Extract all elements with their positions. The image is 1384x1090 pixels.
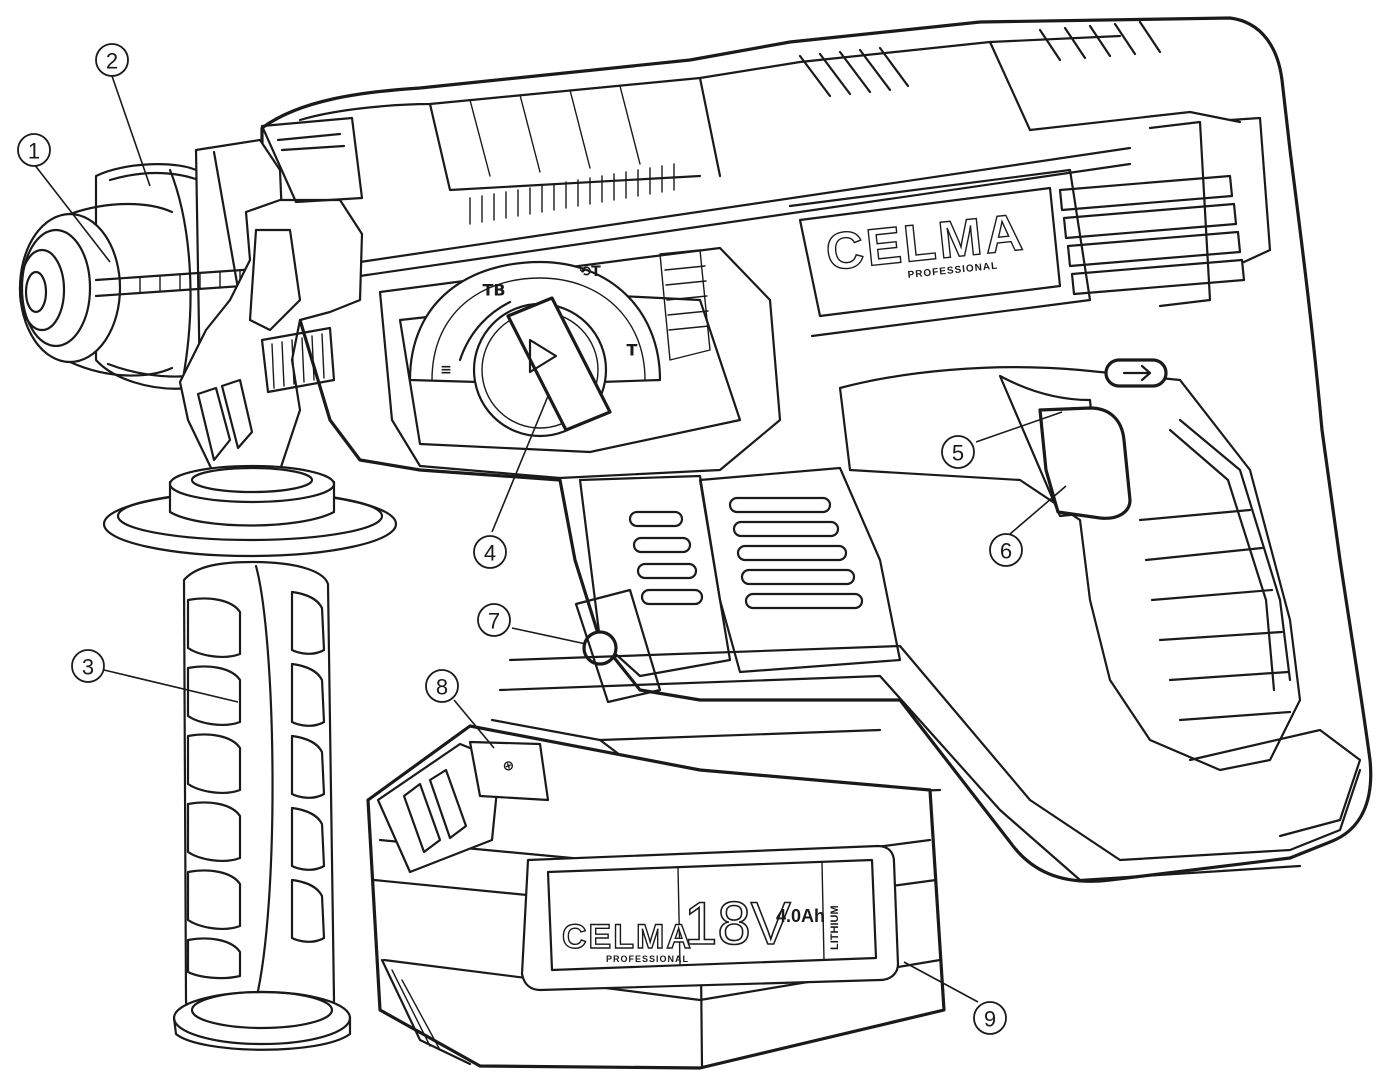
aux-handle-grip-ribs	[186, 564, 326, 1002]
svg-text:1: 1	[28, 139, 40, 164]
mode-symbol-chisel-adjust: ⟲T	[579, 264, 601, 280]
battery-brand-sub: PROFESSIONAL	[606, 954, 689, 964]
battery-level-indicator	[468, 740, 550, 802]
battery-voltage: 18V	[684, 890, 791, 957]
callout-8: 8	[425, 669, 459, 703]
callouts: 1 2 3 4 5 6 7 8	[17, 43, 1023, 1035]
mode-symbol-chisel: T	[627, 341, 638, 360]
svg-text:7: 7	[488, 609, 500, 634]
callout-4: 4	[473, 535, 507, 569]
svg-text:⊕: ⊕	[498, 758, 517, 774]
callout-7: 7	[477, 603, 511, 637]
svg-text:6: 6	[1000, 539, 1012, 564]
svg-text:8: 8	[436, 675, 448, 700]
callout-6: 6	[989, 533, 1023, 567]
svg-text:9: 9	[984, 1007, 996, 1032]
callout-2: 2	[95, 43, 129, 77]
callout-5: 5	[941, 435, 975, 469]
aux-handle-clamp	[178, 116, 364, 482]
callout-9: 9	[973, 1001, 1007, 1035]
lower-housing	[574, 466, 902, 704]
led-light	[582, 630, 618, 666]
aux-handle	[102, 464, 398, 1051]
mode-selector-dial: TB ⟲T T ≡	[408, 260, 662, 438]
front-vents	[469, 163, 675, 225]
callout-1: 1	[17, 133, 51, 167]
main-housing	[260, 16, 1373, 883]
mode-symbol-hammer-drill: TB	[482, 281, 505, 300]
battery-capacity: 4.0Ah	[776, 906, 825, 926]
callout-leaders	[33, 75, 1067, 1003]
battery-chemistry: LITHIUM	[829, 905, 841, 950]
battery-brand: CELMA	[562, 918, 693, 956]
rear-vents	[1058, 174, 1246, 296]
svg-text:2: 2	[106, 49, 118, 74]
battery-pack: ⊕ CELMA PROFESSIONAL 18V 4.0Ah LITHIUM	[366, 724, 946, 1070]
callout-3: 3	[71, 649, 105, 683]
svg-text:3: 3	[82, 655, 94, 680]
trigger-switch	[1038, 406, 1132, 520]
play-arrow-icon	[528, 338, 558, 374]
svg-text:4: 4	[484, 541, 496, 566]
mode-symbol-drill: ≡	[440, 362, 452, 378]
svg-text:5: 5	[952, 441, 964, 466]
main-handle	[838, 358, 1362, 838]
